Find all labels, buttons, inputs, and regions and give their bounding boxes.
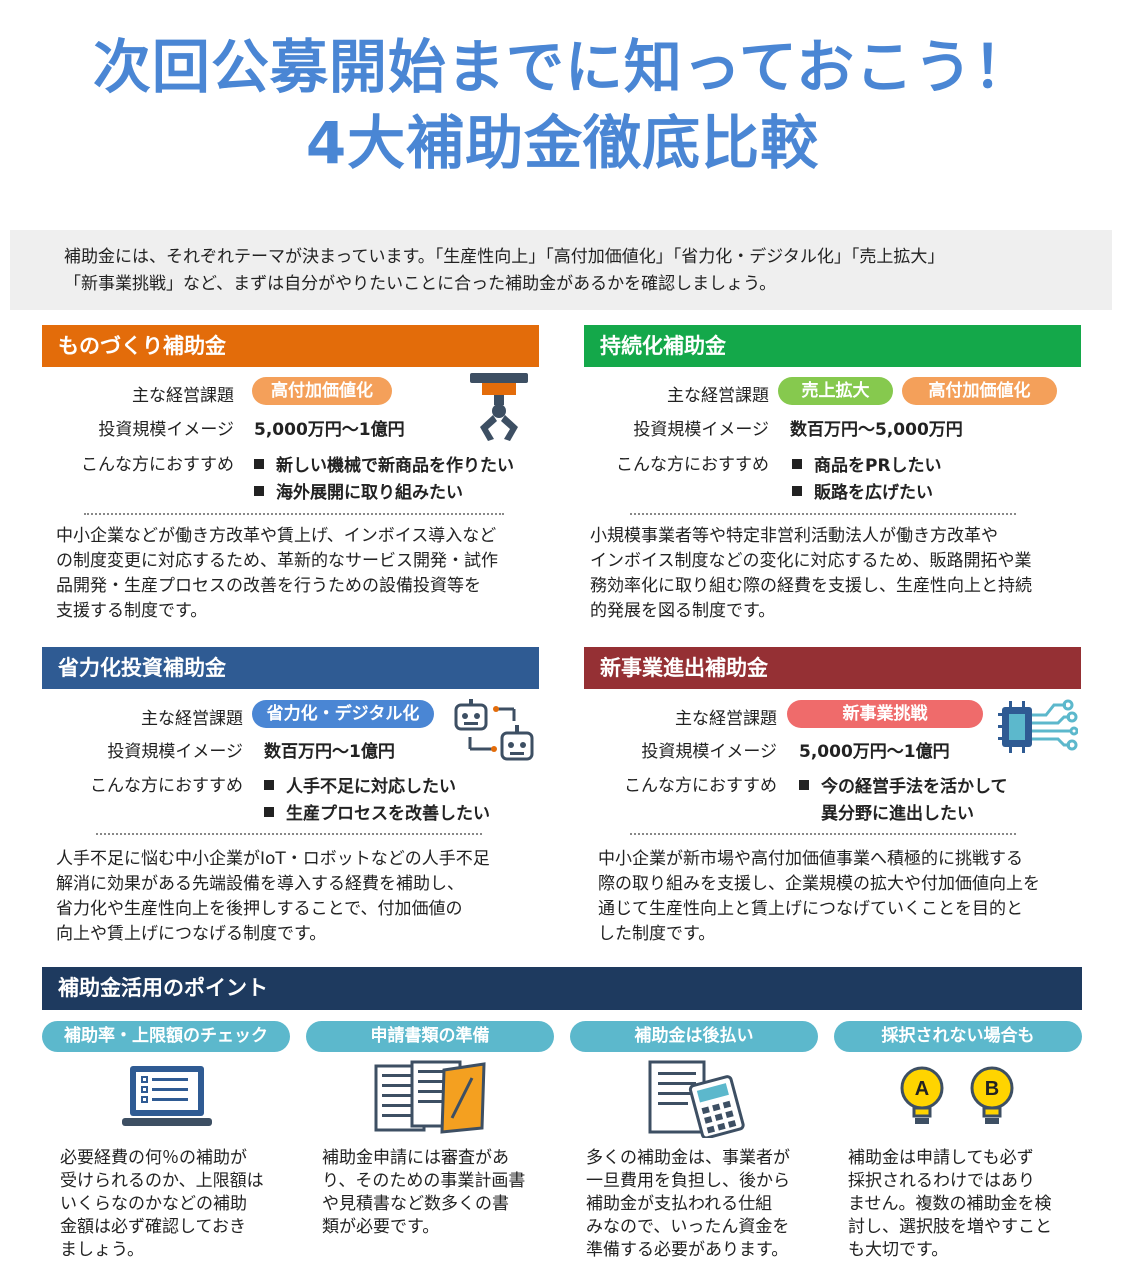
scale-label: 投資規模イメージ — [641, 742, 777, 762]
recommend-item: 販路を広げたい — [792, 478, 933, 503]
card-title: 省力化投資補助金 — [42, 647, 539, 689]
intro-line: 補助金には、それぞれテーマが決まっています。「生産性向上」「高付加価値化」「省力… — [64, 247, 945, 267]
issue-label: 主な経営課題 — [141, 709, 243, 729]
card-title: 新事業進出補助金 — [584, 647, 1081, 689]
divider — [84, 513, 504, 515]
scale-label: 投資規模イメージ — [633, 420, 769, 440]
point-description: 多くの補助金は、事業者が一旦費用を負担し、後から補助金が支払われる仕組みなので、… — [586, 1148, 790, 1260]
recommend-item: 商品をPRしたい — [792, 451, 942, 476]
recommend-item: 今の経営手法を活かして — [799, 772, 1008, 797]
card-shinjigyo: 新事業進出補助金 主な経営課題 新事業挑戦 投資規模イメージ 5,000万円～1… — [584, 647, 1081, 952]
tag-pill: 高付加価値化 — [252, 377, 392, 405]
point-description: 必要経費の何％の補助が受けられるのか、上限額はいくらなのかなどの補助金額は必ず確… — [60, 1148, 264, 1260]
scale-value: 数百万円～1億円 — [264, 742, 395, 762]
page-title: 次回公募開始までに知っておこう！ — [92, 33, 1033, 101]
issue-label: 主な経営課題 — [132, 386, 234, 406]
scale-value: 5,000万円～1億円 — [799, 742, 950, 762]
tag-pill: 新事業挑戦 — [787, 700, 983, 728]
divider — [630, 513, 1016, 515]
recommend-item: 海外展開に取り組みたい — [254, 478, 463, 503]
recommend-item: 異分野に進出したい — [821, 804, 974, 824]
recommend-label: こんな方におすすめ — [81, 455, 234, 475]
card-monodukuri: ものづくり補助金 主な経営課題 高付加価値化 投資規模イメージ 5,000万円～… — [42, 325, 539, 625]
chip-icon — [998, 699, 1078, 753]
divider — [630, 833, 1016, 835]
card-description: 人手不足に悩む中小企業がIoT・ロボットなどの人手不足解消に効果がある先端設備を… — [56, 849, 490, 944]
recommend-label: こんな方におすすめ — [90, 776, 243, 796]
recommend-label: こんな方におすすめ — [616, 455, 769, 475]
documents-icon — [374, 1060, 486, 1134]
point-tab: 申請書類の準備 — [306, 1021, 554, 1052]
issue-label: 主な経営課題 — [667, 386, 769, 406]
point-tab: 補助金は後払い — [570, 1021, 818, 1052]
document-calculator-icon — [648, 1060, 745, 1138]
scale-value: 数百万円～5,000万円 — [790, 420, 963, 440]
recommend-item: 生産プロセスを改善したい — [264, 799, 490, 824]
intro-box: 補助金には、それぞれテーマが決まっています。「生産性向上」「高付加価値化」「省力… — [10, 230, 1112, 310]
tag-pill: 省力化・デジタル化 — [252, 700, 434, 728]
card-description: 中小企業などが働き方改革や賃上げ、インボイス導入などの制度変更に対応するため、革… — [56, 526, 498, 621]
issue-label: 主な経営課題 — [675, 709, 777, 729]
point-description: 補助金申請には審査があり、そのための事業計画書や見積書など数多くの書類が必要です… — [322, 1148, 526, 1237]
card-jizokuka: 持続化補助金 主な経営課題 売上拡大 高付加価値化 投資規模イメージ 数百万円～… — [584, 325, 1081, 625]
page-subtitle: 4大補助金徹底比較 — [305, 109, 820, 177]
card-title: ものづくり補助金 — [42, 325, 539, 367]
card-title: 持続化補助金 — [584, 325, 1081, 367]
lightbulb-ab-icon: A B — [900, 1066, 1014, 1124]
bulb-b-label: B — [985, 1078, 999, 1100]
bulb-a-label: A — [915, 1078, 929, 1100]
robots-icon — [454, 699, 534, 761]
recommend-item: 人手不足に対応したい — [264, 772, 456, 797]
scale-label: 投資規模イメージ — [98, 420, 234, 440]
divider — [96, 833, 482, 835]
scale-value: 5,000万円～1億円 — [254, 420, 405, 440]
point-tab: 採択されない場合も — [834, 1021, 1082, 1052]
card-shoryokuka: 省力化投資補助金 主な経営課題 省力化・デジタル化 投資規模イメージ 数百万円～… — [42, 647, 539, 952]
card-description: 中小企業が新市場や高付加価値事業へ積極的に挑戦する際の取り組みを支援し、企業規模… — [598, 849, 1040, 944]
laptop-checklist-icon — [122, 1066, 212, 1126]
recommend-label: こんな方におすすめ — [624, 776, 777, 796]
tag-pill: 高付加価値化 — [902, 377, 1057, 405]
tag-pill: 売上拡大 — [778, 377, 893, 405]
points-header: 補助金活用のポイント — [42, 967, 1082, 1010]
intro-line: 「新事業挑戦」など、まずは自分がやりたいことに合った補助金があるかを確認しましょ… — [64, 274, 777, 294]
point-description: 補助金は申請しても必ず採択されるわけではありません。複数の補助金を検討し、選択肢… — [848, 1148, 1052, 1260]
card-description: 小規模事業者等や特定非営利活動法人が働き方改革やインボイス制度などの変化に対応す… — [590, 526, 1032, 621]
robot-arm-icon — [470, 373, 528, 441]
point-tab: 補助率・上限額のチェック — [42, 1021, 290, 1052]
recommend-item: 新しい機械で新商品を作りたい — [254, 451, 514, 476]
scale-label: 投資規模イメージ — [107, 742, 243, 762]
